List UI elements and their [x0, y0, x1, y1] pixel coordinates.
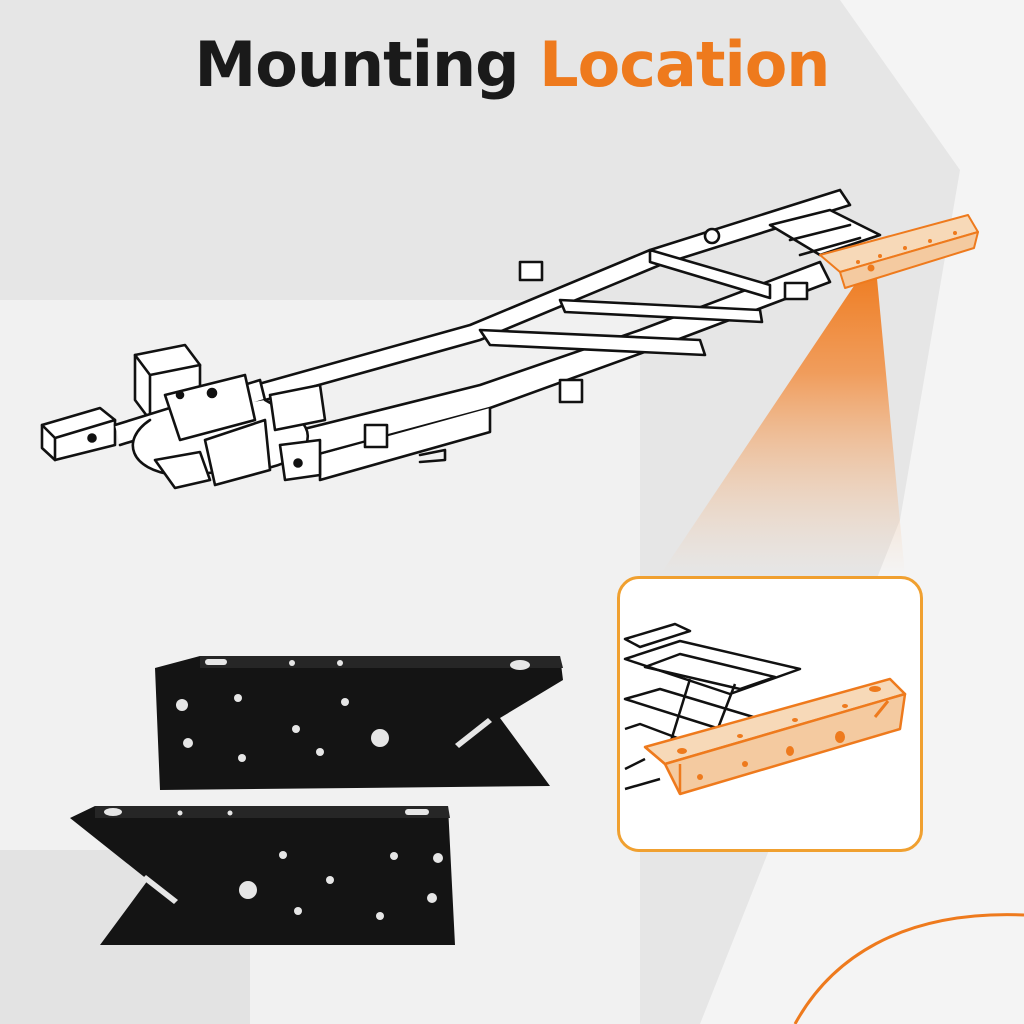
title-part-accent: Location — [539, 28, 830, 101]
inset-detail — [617, 576, 923, 852]
inset-crossmember-icon — [623, 622, 907, 796]
mounting-brackets-icon — [70, 656, 563, 945]
bracket-top — [155, 656, 563, 790]
title-part-dark: Mounting — [194, 28, 520, 101]
page-title: Mounting Location — [0, 28, 1024, 101]
bracket-bottom — [70, 806, 455, 945]
callout-beam — [660, 265, 905, 575]
truck-frame-icon — [40, 188, 882, 490]
decorative-curve — [793, 913, 1024, 1024]
highlighted-beam-icon — [819, 214, 979, 289]
